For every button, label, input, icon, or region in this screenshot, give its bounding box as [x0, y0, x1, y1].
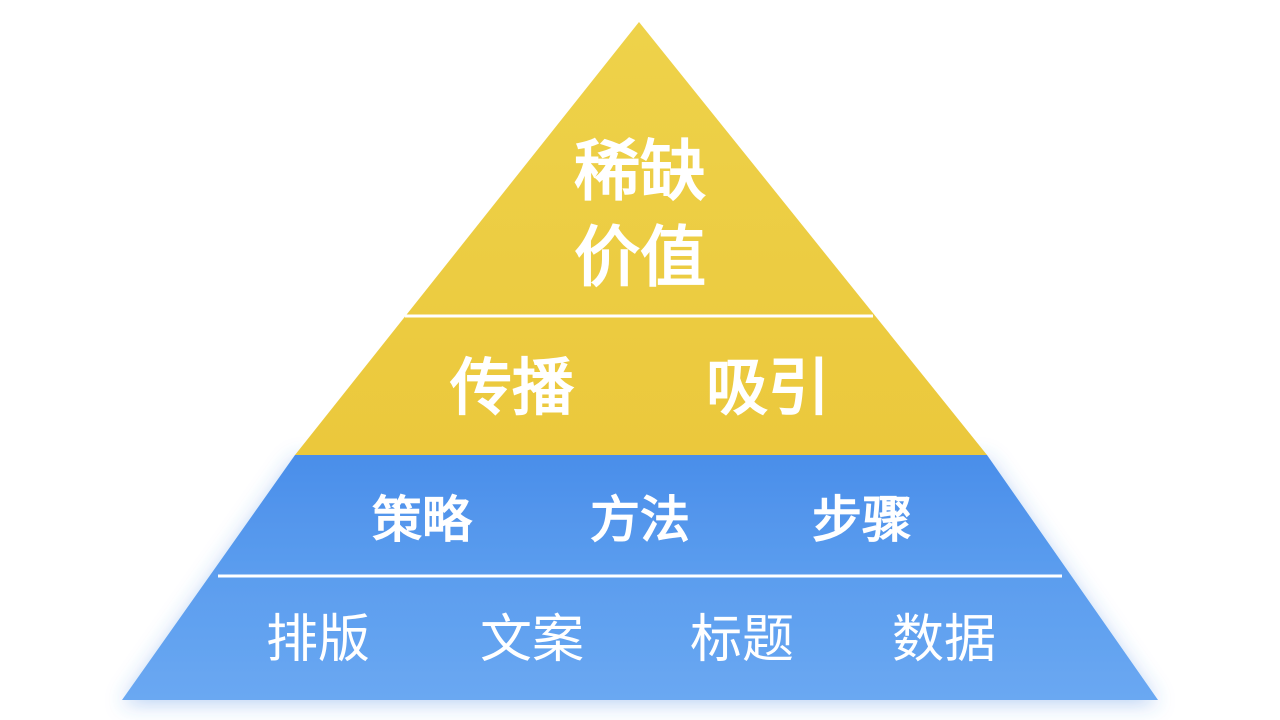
tier-2-label-1: 传播	[449, 351, 575, 424]
tier-3-label-1: 策略	[372, 491, 472, 549]
tier-2-label-2: 吸引	[705, 351, 831, 424]
pyramid-top-yellow	[295, 22, 987, 455]
tier-3-label-3: 步骤	[812, 491, 912, 549]
tier-4-label-3: 标题	[689, 610, 795, 670]
tier-4-label-4: 数据	[891, 610, 997, 670]
tier-4-label-2: 文案	[479, 610, 585, 670]
tier-1-label-1: 稀缺	[574, 133, 706, 210]
tier-4-label-1: 排版	[265, 610, 371, 670]
tier-3-label-2: 方法	[590, 491, 690, 549]
tier-1-label-2: 价值	[574, 219, 706, 296]
